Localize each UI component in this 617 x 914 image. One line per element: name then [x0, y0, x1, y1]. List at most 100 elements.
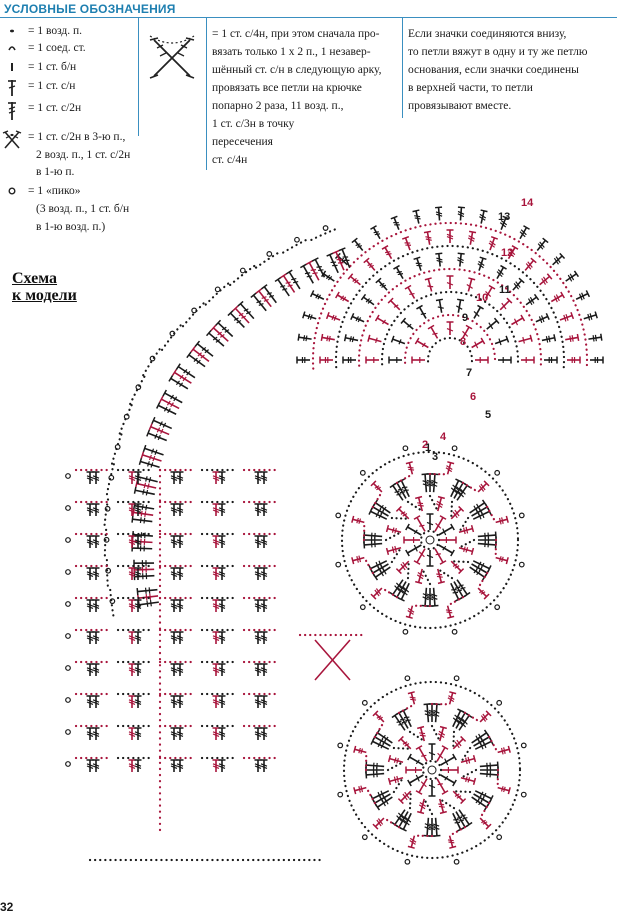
stitch-post: [417, 258, 421, 270]
stitch-bar: [595, 335, 596, 341]
row-number-label: 10: [476, 292, 488, 304]
stitch-bar: [327, 336, 328, 341]
stitch-top: [424, 231, 431, 232]
stitch-post: [431, 327, 438, 338]
chain-arc: [423, 761, 441, 779]
stitch-post: [403, 321, 413, 329]
stitch-top: [387, 525, 389, 532]
stitch-top: [435, 207, 442, 208]
stitch-bar: [361, 749, 363, 754]
stitch-bar: [397, 776, 399, 782]
stitch-top: [472, 548, 474, 555]
stitch-post: [513, 280, 522, 290]
stitch-post: [134, 569, 154, 570]
chain-segment: [386, 532, 401, 540]
stitch-bar: [359, 786, 361, 792]
stitch-bar: [447, 612, 453, 613]
stitch-post: [366, 774, 384, 775]
stitch-post: [137, 590, 157, 592]
stitch-post: [588, 337, 601, 339]
stitch-bar: [146, 505, 147, 511]
stitch-bar: [414, 216, 420, 217]
stitch-post: [401, 739, 411, 749]
stitch-bar: [402, 722, 407, 723]
stitch-bar: [459, 585, 464, 586]
stitch-post: [353, 558, 365, 561]
chain-segment: [394, 748, 411, 749]
chain-segment: [453, 791, 470, 792]
stitch-bar: [502, 517, 504, 523]
picot-mark: [454, 859, 459, 864]
row-number-label: 3: [432, 451, 438, 463]
row-number-label: 13: [498, 211, 510, 223]
stitch-top: [438, 497, 445, 499]
picot-mark: [495, 471, 500, 476]
stitch-bar: [359, 748, 361, 753]
stitch-bar: [386, 254, 391, 255]
stitch-bar: [415, 218, 421, 219]
picot-mark: [336, 562, 341, 567]
stitch-bar: [141, 511, 142, 517]
stitch-post: [496, 558, 508, 561]
stitch-bar: [438, 307, 444, 308]
picot-mark: [363, 835, 368, 840]
picot-mark: [454, 676, 459, 681]
stitch-bar: [140, 517, 141, 523]
chain-arc: [143, 349, 160, 376]
stitch-post: [366, 765, 384, 766]
stitch-bar: [500, 518, 502, 524]
picot-mark: [267, 252, 272, 257]
stitch-bar: [395, 491, 400, 492]
picot-mark: [66, 506, 71, 511]
stitch-post: [299, 337, 312, 339]
stitch-post: [364, 535, 382, 536]
stitch-bar: [427, 286, 433, 287]
stitch-post: [519, 338, 532, 341]
stitch-bar: [267, 293, 272, 295]
stitch-bar: [147, 601, 148, 607]
stitch-bar: [523, 337, 525, 343]
stitch-bar: [421, 313, 426, 314]
chain-arc: [311, 228, 339, 240]
stitch-top: [447, 616, 454, 618]
picot-mark: [295, 237, 300, 242]
stitch-bar: [398, 489, 403, 490]
stitch-bar: [466, 758, 468, 764]
stitch-post: [137, 484, 156, 488]
stitch-bar: [410, 699, 416, 700]
stitch-post: [408, 287, 415, 298]
stitch-post: [439, 300, 441, 313]
stitch-bar: [504, 787, 506, 792]
stitch-bar: [549, 336, 550, 342]
stitch-bar: [145, 511, 146, 517]
picot-mark: [361, 605, 366, 610]
chain-arc: [107, 555, 108, 585]
stitch-post: [439, 207, 440, 220]
chain-segment: [392, 518, 409, 519]
picot-mark: [215, 287, 220, 292]
stitch-bar: [308, 314, 310, 319]
stitch-bar: [385, 252, 390, 253]
stitch-top: [415, 497, 422, 499]
stitch-post: [434, 474, 435, 492]
stitch-post: [135, 490, 155, 494]
stitch-bar: [438, 804, 444, 805]
picot-mark: [403, 629, 408, 634]
stitch-bar: [400, 719, 405, 720]
stitch-top: [345, 334, 346, 341]
stitch-bar: [398, 724, 403, 725]
stitch-bar: [468, 777, 470, 782]
stitch-bar: [462, 818, 467, 819]
stitch-post: [399, 561, 409, 571]
stitch-bar: [461, 815, 466, 816]
stitch-post: [161, 399, 179, 408]
row-number-label: 14: [521, 197, 534, 209]
stitch-bar: [419, 733, 425, 734]
chain-arc: [183, 303, 204, 326]
stitch-top: [469, 231, 476, 232]
stitch-bar: [396, 494, 401, 495]
picot-mark: [66, 666, 71, 671]
stitch-bar: [291, 279, 296, 280]
stitch-bar: [459, 820, 464, 821]
stitch-bar: [572, 335, 573, 341]
